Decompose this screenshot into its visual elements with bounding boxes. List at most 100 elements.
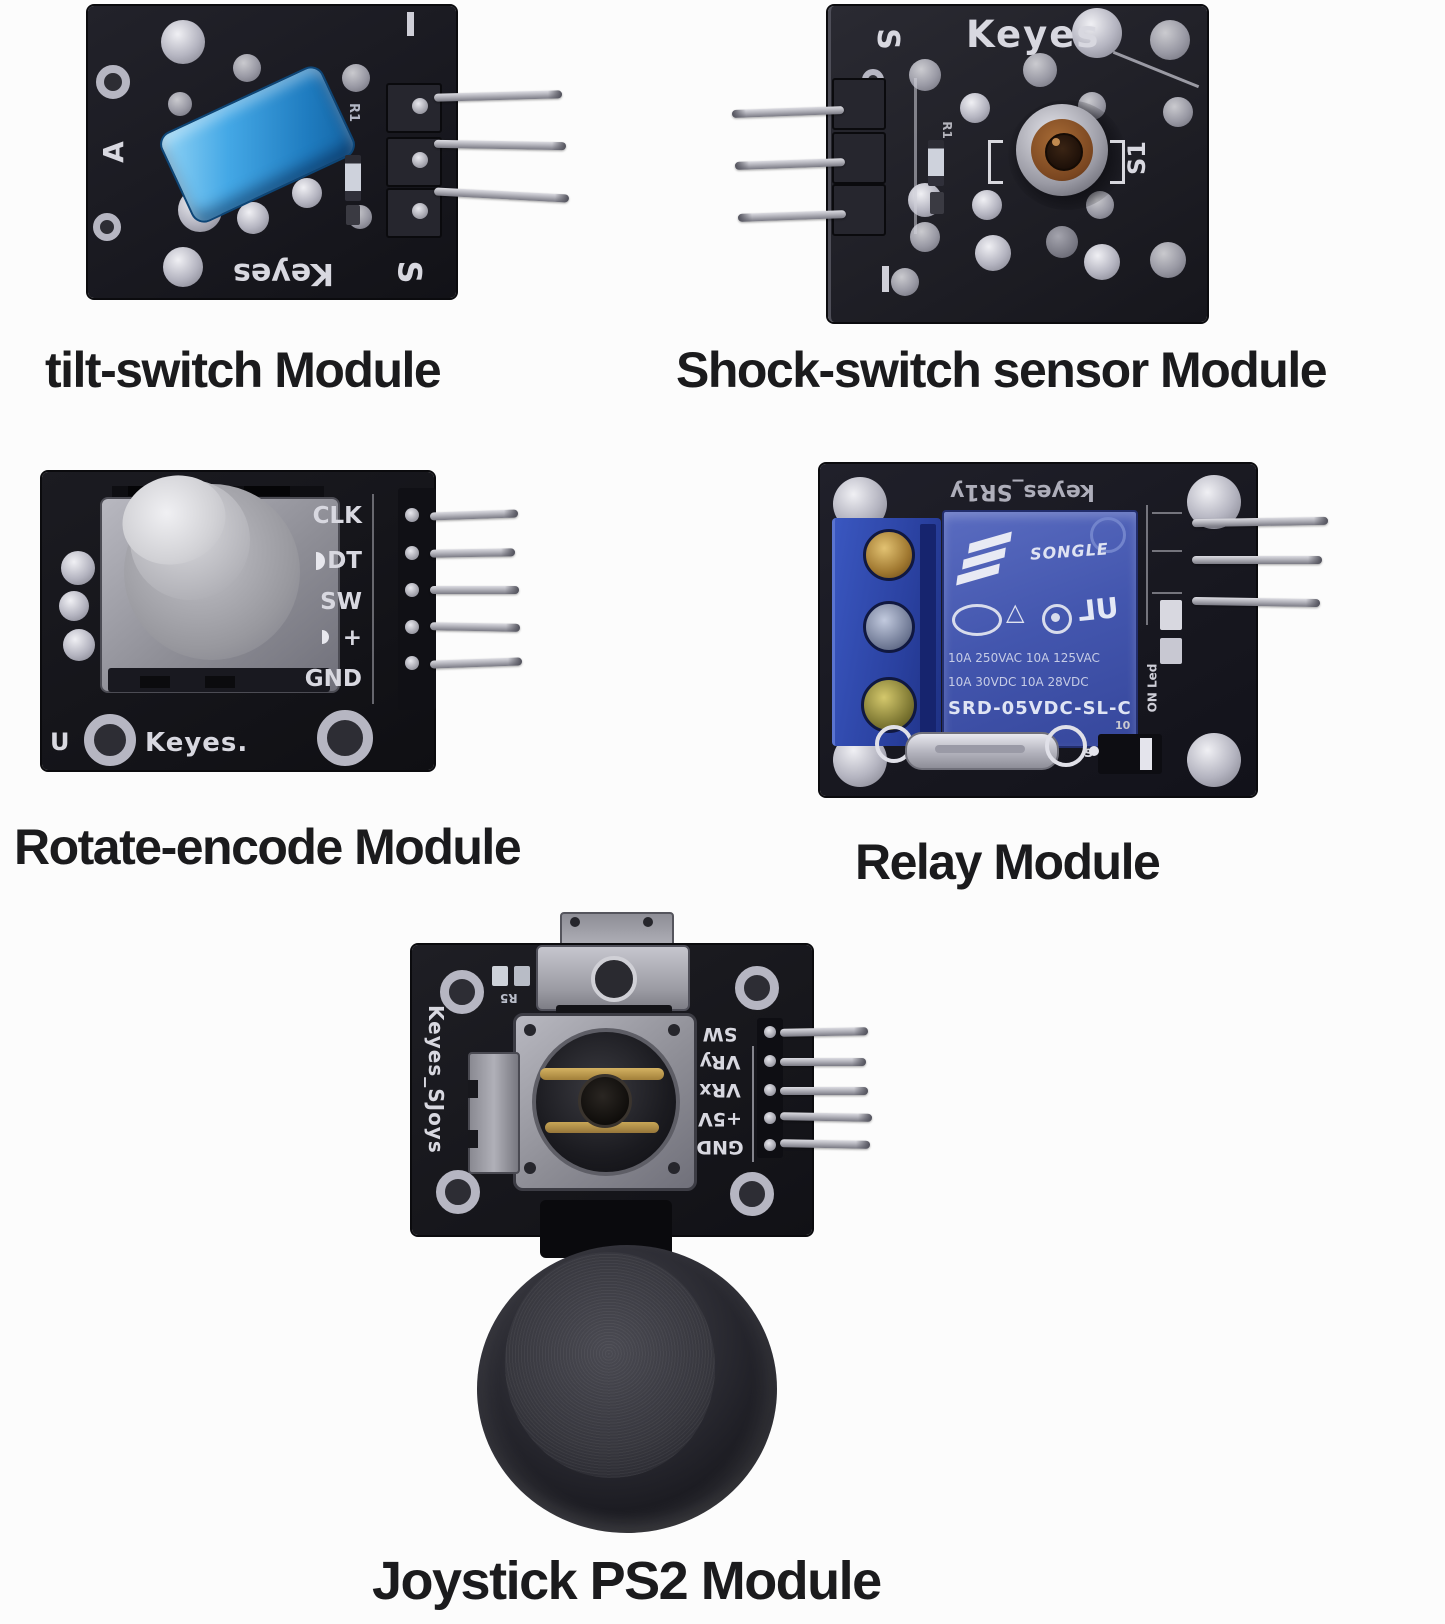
solder-blob	[59, 591, 89, 621]
solder-blob	[63, 629, 95, 661]
diode-silk: 10	[1115, 719, 1131, 732]
solder-pad	[161, 20, 205, 64]
encoder-caption: Rotate-encode Module	[14, 819, 522, 875]
relay-rating-1: 10A 250VAC 10A 125VAC	[948, 651, 1100, 665]
silk-line	[1146, 505, 1148, 625]
minus-silkscreen	[407, 12, 414, 36]
pin-header	[386, 188, 442, 238]
corner-pad	[436, 1170, 480, 1214]
ul-mark: UL	[1076, 590, 1121, 629]
sensor-highlight	[1052, 138, 1060, 146]
r5-label: R5	[500, 991, 518, 1005]
smd-resistor	[345, 155, 361, 201]
solder-pad	[960, 93, 990, 123]
silk-line	[1152, 592, 1182, 594]
bracket-notch	[468, 1130, 478, 1148]
solder-pad	[1023, 53, 1057, 87]
side-bracket	[468, 1052, 520, 1174]
solder-pad	[93, 213, 121, 241]
encoder-tab	[244, 486, 290, 496]
r1-label: R1	[346, 102, 362, 123]
bracket-notch	[205, 676, 235, 688]
pin-label-vry: VRy	[699, 1051, 741, 1073]
solder-pad	[163, 247, 203, 287]
header-pin	[430, 586, 519, 594]
solder-blob	[61, 551, 95, 585]
solder-pad	[233, 54, 261, 82]
smd-resistor	[928, 140, 944, 186]
pin-label-gnd: GND	[304, 666, 362, 692]
pin-socket	[764, 1026, 776, 1038]
silk-bracket	[988, 140, 1003, 184]
silk-line	[914, 78, 917, 234]
pin-label-vrx: VRx	[699, 1079, 741, 1101]
solder-pad	[891, 268, 919, 296]
smd-component	[514, 966, 530, 986]
switch-screw	[570, 917, 580, 927]
silk-halfmoon	[316, 552, 325, 570]
smd-diode	[1098, 734, 1162, 774]
base-screw	[668, 1162, 680, 1174]
joystick-pivot	[578, 1074, 632, 1128]
header-pin	[779, 1112, 873, 1122]
terminal-screw	[863, 529, 915, 581]
joystick-caption: Joystick PS2 Module	[372, 1551, 882, 1611]
pin-label-clk: CLK	[312, 503, 362, 529]
terminal-screw	[863, 601, 915, 653]
pin-socket	[764, 1112, 776, 1124]
pin-socket	[405, 508, 419, 522]
solder-pad	[1150, 242, 1186, 278]
a-label: A	[96, 141, 130, 163]
corner-pad	[730, 1172, 774, 1216]
header-pin	[1192, 556, 1322, 564]
brand-label: Keyes.	[145, 728, 249, 758]
silk-line	[1152, 550, 1182, 552]
header-pin	[779, 1027, 869, 1037]
triangle-mark: △	[1006, 598, 1025, 626]
cqc-oval	[952, 604, 1002, 636]
pin-label-sw: SW	[702, 1023, 738, 1045]
solder-pad	[292, 178, 322, 208]
corner-pad	[735, 966, 779, 1010]
header-pin	[429, 509, 519, 521]
header-pin	[1191, 516, 1329, 528]
tilt-caption: tilt-switch Module	[45, 342, 442, 398]
solder-pad	[1084, 244, 1120, 280]
solder-pad	[1046, 226, 1078, 258]
smd-component	[346, 205, 360, 225]
smd-component	[492, 966, 508, 986]
pin-socket	[412, 203, 428, 219]
solder-blob	[237, 202, 269, 234]
diode-dot	[1089, 746, 1099, 756]
fuse-end-ring	[1045, 725, 1087, 767]
header-pin	[779, 1139, 871, 1149]
corner-pad	[1187, 733, 1241, 787]
on-led-label: ON Led	[1145, 663, 1160, 713]
base-screw	[668, 1024, 680, 1036]
r1-label: R1	[939, 121, 954, 139]
solder-pad	[1072, 8, 1122, 58]
solder-pad	[972, 190, 1002, 220]
silk-line	[1152, 512, 1182, 514]
circle-r-mark	[1042, 604, 1072, 634]
smd-led	[1160, 600, 1182, 630]
header-pin	[429, 548, 516, 558]
switch-hole	[591, 956, 637, 1002]
pin-label-dt: DT	[327, 548, 362, 574]
silk-halfmoon	[322, 630, 329, 644]
silk-bracket	[1110, 140, 1125, 184]
joystick-well	[532, 1028, 680, 1176]
pin-socket	[412, 98, 428, 114]
switch-screw	[643, 917, 653, 927]
shock-caption: Shock-switch sensor Module	[676, 342, 1328, 398]
bracket-notch	[140, 676, 170, 688]
base-screw	[524, 1024, 536, 1036]
brand-label: Keyes	[233, 256, 334, 291]
pin-socket	[764, 1055, 776, 1067]
shock-sensor-core	[1045, 133, 1083, 171]
diode-band	[1140, 738, 1152, 770]
solder-pad	[342, 64, 370, 92]
u-label: U	[50, 728, 70, 756]
pin-header	[398, 488, 436, 710]
side-brand-label: Keyes_SJoys	[424, 1005, 448, 1154]
